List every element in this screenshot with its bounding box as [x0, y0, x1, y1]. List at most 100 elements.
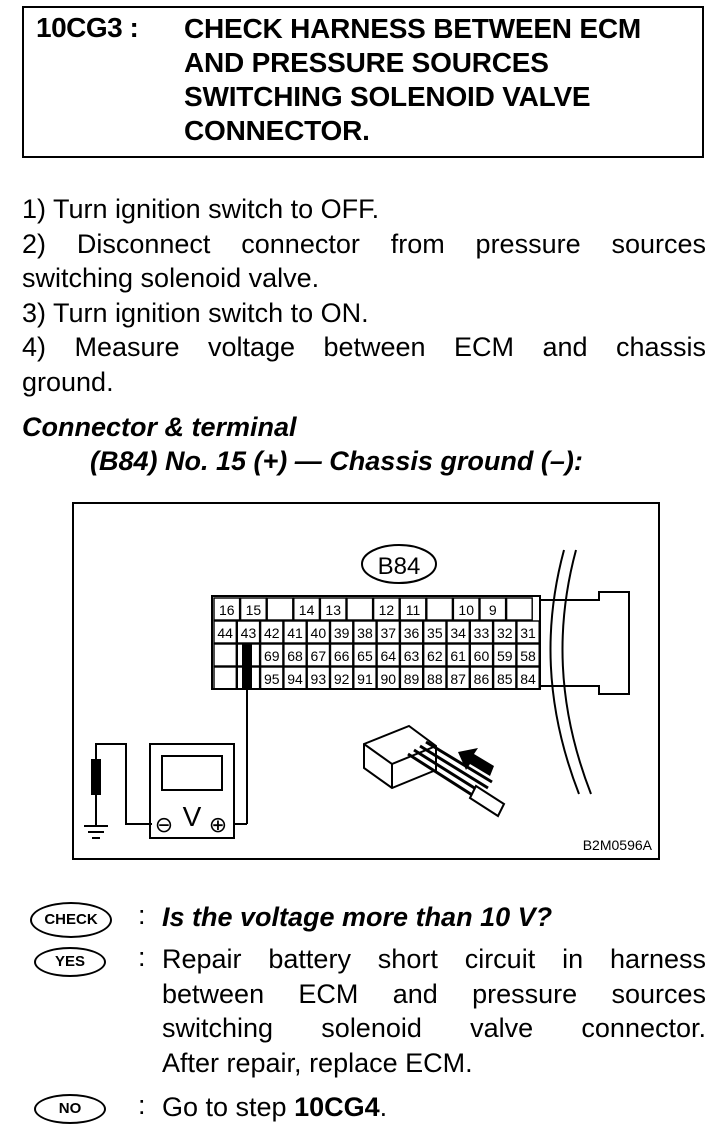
terminal-number: 14: [299, 602, 315, 618]
yes-answer-line: Repair battery short circuit in harness: [162, 944, 706, 974]
colon: :: [138, 942, 146, 972]
terminal-number: 69: [264, 648, 280, 664]
colon: :: [138, 1090, 146, 1120]
terminal-number: 37: [380, 625, 396, 641]
terminal-cell: [329, 666, 354, 690]
terminal-cell: [239, 597, 267, 621]
terminal-number: 16: [219, 602, 235, 618]
terminal-cell: [346, 597, 374, 621]
terminal-cell: [293, 597, 321, 621]
terminal-cell: [492, 620, 517, 644]
terminal-number: 42: [264, 625, 280, 641]
terminal-number: 43: [241, 625, 257, 641]
check-badge: CHECK: [30, 902, 112, 938]
terminal-cell: [306, 620, 331, 644]
terminal-cell: [259, 643, 284, 667]
terminal-cell: [283, 643, 307, 667]
terminal-number: 58: [520, 648, 536, 664]
terminal-number: 38: [357, 625, 373, 641]
terminal-cell: [236, 620, 261, 644]
connector-housing: [540, 591, 630, 695]
terminal-cell: [423, 666, 447, 690]
yes-answer-line: switching solenoid valve connector.: [162, 1013, 706, 1043]
terminal-number: 90: [380, 671, 396, 687]
terminal-number: 86: [474, 671, 490, 687]
plus-terminal-icon: ⊕: [209, 813, 227, 838]
terminal-number: 59: [497, 648, 513, 664]
terminal-cell: [353, 666, 377, 690]
terminal-number: 67: [311, 648, 327, 664]
terminal-cell: [353, 620, 377, 644]
terminal-number: 92: [334, 671, 350, 687]
terminal-number: 33: [474, 625, 490, 641]
terminal-cell: [319, 597, 347, 621]
terminal-number: 41: [287, 625, 303, 641]
terminal-cell: [423, 620, 447, 644]
wire-curve: [561, 549, 592, 795]
terminal-cell: [446, 620, 470, 644]
no-answer: Go to step 10CG4.: [162, 1090, 706, 1125]
terminal-number: 31: [520, 625, 536, 641]
terminal-cell: [492, 643, 517, 667]
terminal-cell: [306, 643, 331, 667]
procedure-steps: 1) Turn ignition switch to OFF. 2) Disco…: [22, 192, 706, 399]
terminal-number: 95: [264, 671, 280, 687]
terminal-cell: [399, 666, 424, 690]
probe-tip: [242, 644, 252, 690]
yes-answer: Repair battery short circuit in harness …: [162, 942, 706, 1080]
terminal-cell: [479, 597, 507, 621]
terminal-cell: [452, 597, 480, 621]
terminal-cell: [283, 666, 307, 690]
terminal-number: 89: [404, 671, 420, 687]
step-title: CHECK HARNESS BETWEEN ECM AND PRESSURE S…: [184, 13, 642, 146]
terminal-cell: [426, 597, 454, 621]
terminal-number: 85: [497, 671, 513, 687]
terminal-number: 12: [379, 602, 395, 618]
terminal-cell: [399, 643, 424, 667]
terminal-number: 88: [427, 671, 443, 687]
terminal-cell: [372, 597, 400, 621]
step-code: 10CG3 :: [36, 12, 139, 43]
procedure-line: 3) Turn ignition switch to ON.: [22, 297, 369, 328]
terminal-number: 64: [380, 648, 396, 664]
terminal-number: 68: [287, 648, 303, 664]
terminal-cell: [446, 666, 470, 690]
terminal-number: 87: [450, 671, 466, 687]
terminal-number: 39: [334, 625, 350, 641]
no-answer-prefix: Go to step: [162, 1092, 295, 1122]
terminal-number: 93: [311, 671, 327, 687]
harness-connector-icon: [363, 724, 506, 818]
ground-lead: [95, 743, 152, 826]
procedure-line: switching solenoid valve.: [22, 263, 320, 293]
terminal-cell: [399, 597, 427, 621]
wire-curve: [549, 549, 580, 795]
arrow-icon: [458, 748, 494, 776]
procedure-line: 2) Disconnect connector from pressure so…: [22, 228, 706, 259]
terminal-number: 32: [497, 625, 513, 641]
colon: :: [138, 900, 146, 930]
terminal-cell: [213, 643, 237, 667]
terminal-number: 9: [489, 602, 497, 618]
yes-answer-line: between ECM and pressure sources: [162, 978, 706, 1009]
terminal-cell: [423, 643, 447, 667]
next-step-code: 10CG4: [294, 1092, 380, 1122]
no-answer-suffix: .: [379, 1092, 388, 1122]
terminal-cell: [266, 597, 294, 621]
connector-detail: (B84) No. 15 (+) — Chassis ground (–):: [90, 446, 583, 476]
yes-answer-line: After repair, replace ECM.: [162, 1047, 473, 1078]
terminal-cell: [516, 643, 540, 667]
connector-label-oval: [361, 544, 437, 584]
terminal-number: 66: [334, 648, 350, 664]
connector-label: B84: [378, 553, 421, 580]
terminal-cell: [213, 620, 237, 644]
connector-heading: Connector & terminal: [22, 412, 297, 442]
terminal-number: 62: [427, 648, 443, 664]
terminal-cell: [213, 666, 237, 690]
ground-probe: [91, 759, 101, 795]
voltmeter-display: [161, 755, 223, 791]
terminal-cell: [353, 643, 377, 667]
